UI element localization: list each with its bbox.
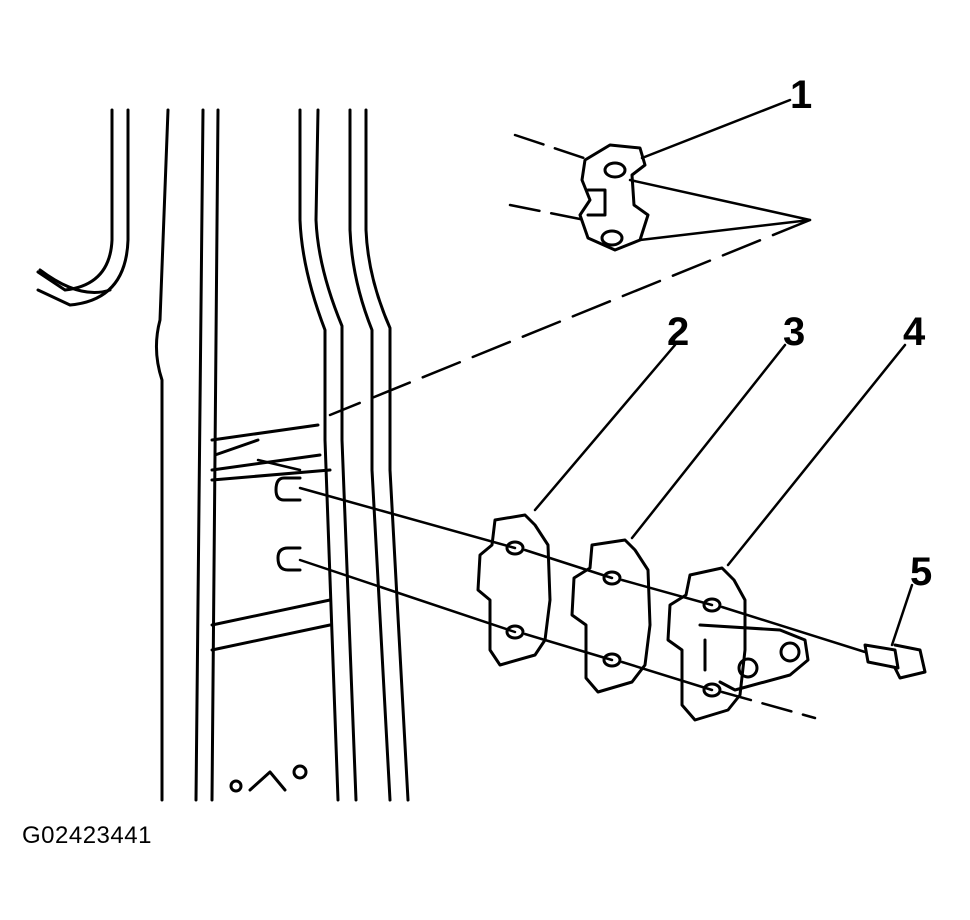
hinge-part-4	[666, 566, 810, 722]
callout-2: 2	[667, 310, 689, 354]
door-frame	[36, 108, 410, 802]
pillar-slots	[274, 476, 302, 572]
alignment-lines	[256, 133, 867, 720]
leader-lines	[533, 98, 914, 647]
shim-part-3	[570, 538, 652, 694]
frame-detail-marks	[229, 764, 308, 793]
callout-1: 1	[790, 73, 812, 117]
callout-4: 4	[903, 310, 926, 354]
callout-3: 3	[783, 310, 805, 354]
figure-id: G02423441	[22, 822, 152, 849]
callout-5: 5	[910, 550, 932, 594]
shim-part-2	[476, 513, 552, 667]
striker-part	[578, 143, 650, 252]
bolt-part-5	[863, 643, 927, 680]
